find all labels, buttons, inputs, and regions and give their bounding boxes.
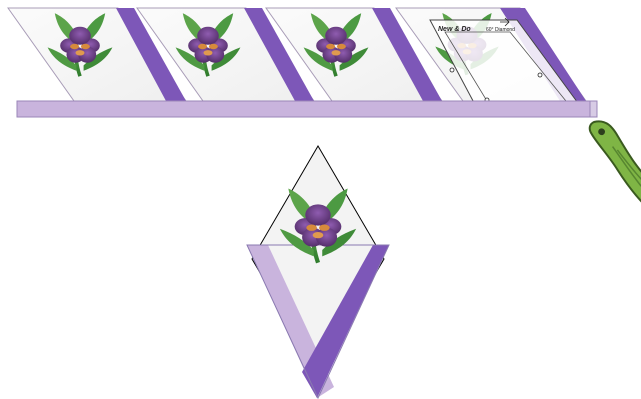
top-strip-row: New & Do 60° Diamond [8, 8, 586, 114]
ruler-brand: New & Do [438, 26, 471, 33]
horizontal-strip [17, 101, 597, 117]
rotary-tool [587, 105, 641, 243]
ruler-marker-1 [450, 68, 454, 72]
lavender-strip-bar [17, 101, 597, 117]
strip-right-cap [590, 101, 597, 117]
ruler-marker-3 [538, 73, 542, 77]
center-diamond-block [247, 146, 389, 398]
ruler-label: 60° Diamond [486, 27, 515, 33]
